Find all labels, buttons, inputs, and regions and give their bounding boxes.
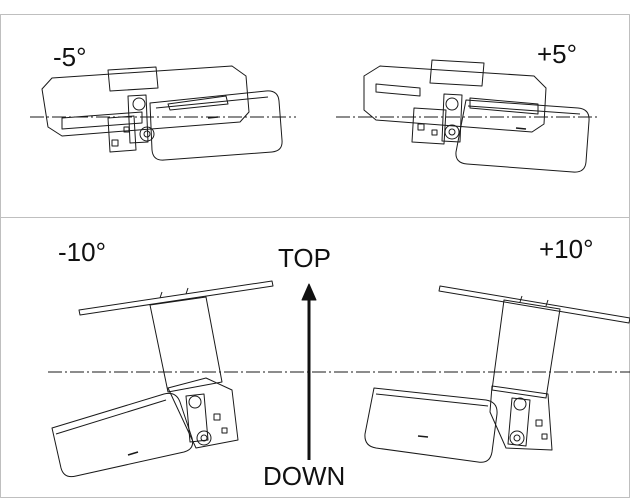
drop-pole [491, 299, 561, 399]
bracket-slot [61, 111, 143, 130]
device-tilt-minus-5 [30, 65, 296, 161]
bracket-plate [41, 65, 250, 137]
hinge-pivot [188, 395, 202, 409]
display-body [149, 90, 283, 161]
hinge-knob-inner [513, 434, 521, 442]
angle-label-plus-10: +10° [539, 234, 594, 264]
drop-pole [149, 296, 223, 393]
display-logo [127, 451, 139, 456]
bracket-cluster [167, 377, 239, 449]
mount-tick [519, 295, 523, 303]
mount-plate [438, 285, 630, 324]
hinge-knob-inner [200, 434, 208, 442]
hinge-screw [213, 413, 221, 421]
hinge-knob-inner [143, 130, 151, 138]
device-tilt-plus-10 [364, 285, 630, 463]
hinge-screw [431, 129, 438, 136]
hinge-knob [444, 124, 460, 140]
display-edge [155, 96, 269, 109]
hinge-screw [221, 427, 228, 434]
hinge-knob [196, 430, 212, 446]
mount-plate [78, 280, 274, 316]
hinge-arm [507, 397, 531, 447]
display-body [51, 392, 194, 478]
display-edge [55, 399, 167, 435]
device-tilt-plus-5 [336, 59, 600, 173]
hinge-knob [509, 430, 525, 446]
hinge-screw [111, 139, 119, 147]
hinge-block [411, 107, 447, 145]
hinge-screw [541, 433, 548, 440]
device-tilt-minus-10 [48, 280, 630, 478]
direction-label-top: TOP [278, 243, 331, 273]
mount-tick [545, 299, 549, 307]
hinge-screw [123, 126, 130, 133]
display-edge [467, 105, 581, 115]
mount-tick [159, 291, 163, 299]
arrow-head-icon [301, 283, 317, 301]
display-body [364, 387, 498, 463]
hinge-arm [441, 93, 463, 143]
bracket-cluster [489, 385, 553, 451]
bracket-slot [469, 97, 539, 115]
bracket-rail [375, 83, 421, 97]
angle-label-minus-10: -10° [58, 237, 106, 267]
hinge-block [107, 115, 137, 153]
angle-label-minus-5: -5° [53, 42, 87, 72]
bracket-tab [429, 59, 485, 87]
display-body [455, 99, 590, 173]
display-edge [375, 393, 489, 407]
bracket-rail [167, 95, 229, 111]
hinge-knob-inner [448, 128, 456, 136]
angle-label-plus-5: +5° [537, 39, 578, 69]
bracket-tab [107, 66, 159, 92]
hinge-pivot [513, 397, 527, 411]
mount-tick [185, 287, 189, 295]
hinge-pivot [445, 97, 459, 111]
hinge-screw [417, 123, 425, 131]
hinge-pivot [132, 97, 146, 111]
display-logo [515, 127, 527, 130]
hinge-knob [139, 126, 155, 142]
hinge-screw [535, 419, 543, 427]
display-logo [207, 116, 219, 119]
direction-arrow [301, 283, 317, 460]
display-logo [417, 435, 429, 438]
direction-label-down: DOWN [263, 461, 346, 491]
